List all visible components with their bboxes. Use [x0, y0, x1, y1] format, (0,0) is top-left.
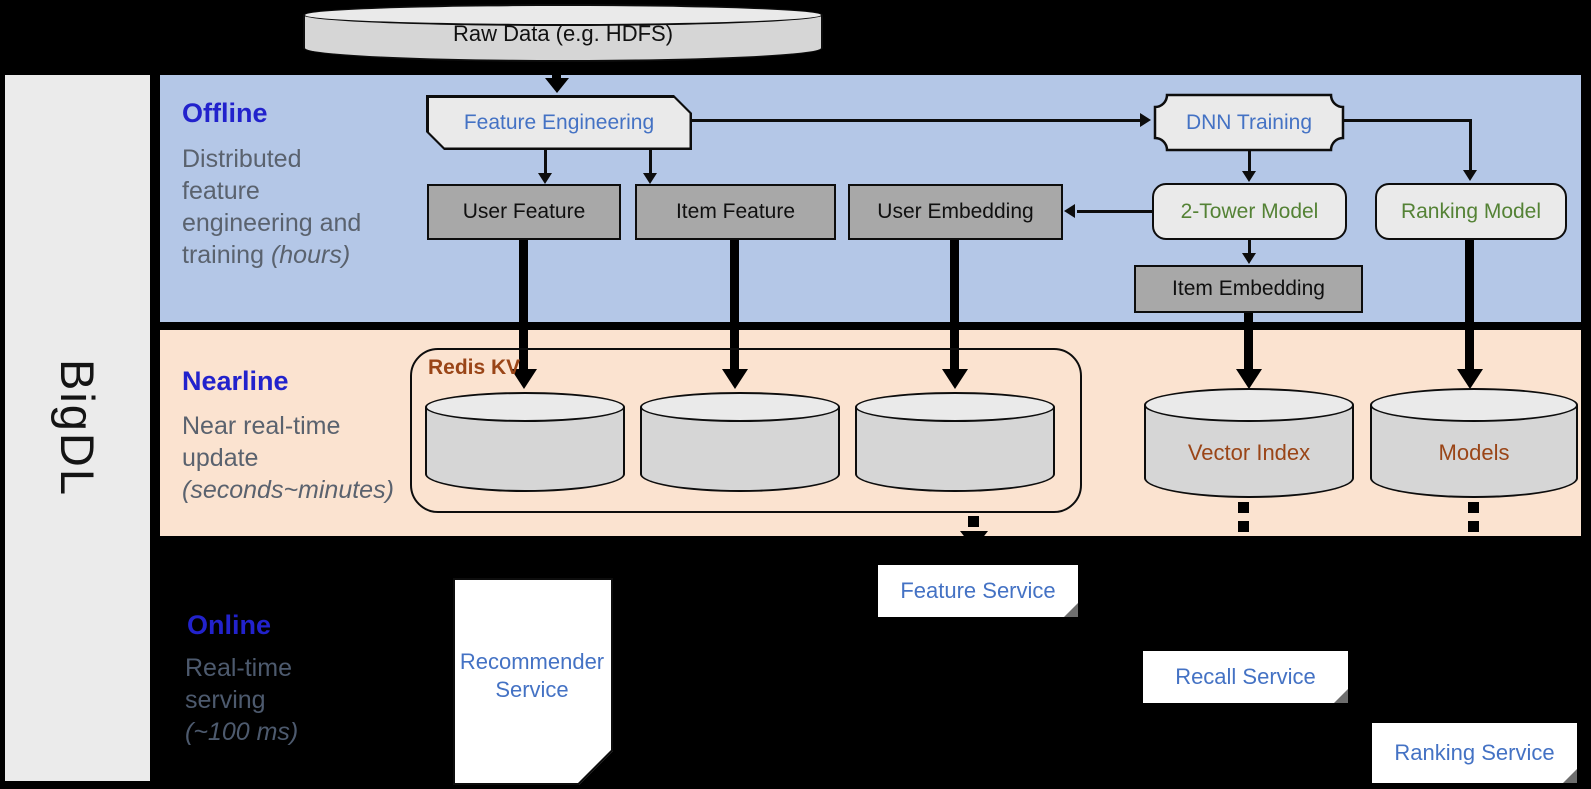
item-embedding-node: Item Embedding	[1134, 265, 1363, 313]
ranking-model-node: Ranking Model	[1375, 183, 1567, 240]
corner-fold-icon	[1334, 689, 1348, 703]
user-embedding-label: User Embedding	[877, 200, 1034, 223]
offline-description: Distributed feature engineering and trai…	[182, 145, 362, 269]
recommender-service-label: Recommender Service	[459, 649, 605, 702]
arrow-rawdata-to-feature-engineering	[552, 62, 561, 79]
offline-title: Offline	[182, 98, 268, 128]
models-cylinder: Models	[1370, 388, 1578, 498]
arrowhead-user-feature	[538, 173, 552, 184]
arrow-item-embedding-to-vector-index	[1244, 313, 1253, 370]
arrowhead-item-feature	[643, 173, 657, 184]
ranking-model-label: Ranking Model	[1400, 199, 1542, 223]
recall-service-box: Recall Service	[1143, 651, 1348, 703]
redis-kv-label: Redis KV	[428, 356, 521, 379]
arrow-ranking-model-to-models	[1465, 240, 1474, 370]
user-feature-label: User Feature	[462, 200, 586, 223]
redis-cylinder-3	[855, 392, 1055, 492]
dashed-arrow-models-1	[1468, 502, 1479, 513]
arrowhead-item-embedding	[1242, 253, 1256, 264]
arrow-dnn-to-ranking-h	[1343, 119, 1471, 122]
ranking-service-box: Ranking Service	[1372, 723, 1577, 783]
raw-data-cylinder: Raw Data (e.g. HDFS)	[303, 4, 823, 62]
redis-cylinder-2	[640, 392, 840, 492]
feature-service-box: Feature Service	[878, 565, 1078, 617]
feature-engineering-node: Feature Engineering	[426, 95, 692, 150]
dnn-training-label: DNN Training	[1185, 110, 1313, 134]
plaque-shape	[1153, 93, 1345, 152]
arrow-user-feature-to-kv	[519, 240, 528, 370]
redis-cylinder-1	[425, 392, 625, 492]
bigdl-brand: BigDL	[51, 358, 104, 497]
dashed-arrow-models-2	[1468, 521, 1479, 532]
arrowhead-two-tower	[1242, 171, 1256, 182]
feature-engineering-label: Feature Engineering	[463, 110, 655, 134]
ranking-service-label: Ranking Service	[1394, 740, 1555, 765]
corner-fold-icon	[1563, 769, 1577, 783]
dashed-arrow-vector-index-1	[1238, 502, 1249, 513]
vector-index-label: Vector Index	[1187, 440, 1311, 465]
arrowhead-kv-2	[722, 369, 748, 389]
online-title: Online	[187, 610, 272, 640]
bigdl-sidebar: BigDL	[5, 75, 150, 781]
redis-kv-container: Redis KV	[410, 348, 1082, 513]
arrow-item-feature-to-kv	[730, 240, 739, 370]
feature-service-label: Feature Service	[900, 578, 1056, 603]
dashed-arrow-kv-to-feature-service	[968, 516, 979, 527]
nearline-description: Near real-time update (seconds~minutes)	[182, 412, 394, 504]
arrowhead-ranking-model	[1463, 170, 1477, 181]
arrow-dnn-to-two-tower	[1248, 150, 1251, 172]
dnn-training-node: DNN Training	[1153, 93, 1345, 152]
nearline-title: Nearline	[182, 366, 289, 396]
arrow-fe-to-item-feature	[649, 150, 652, 174]
two-tower-model-node: 2-Tower Model	[1152, 183, 1347, 240]
raw-data-label: Raw Data (e.g. HDFS)	[452, 21, 674, 46]
arrow-dnn-to-ranking-v	[1469, 119, 1472, 171]
arrow-two-tower-to-item-embedding	[1248, 240, 1251, 254]
item-feature-label: Item Feature	[675, 200, 796, 223]
models-label: Models	[1438, 440, 1510, 465]
recommender-service-doc: Recommender Service	[453, 578, 613, 785]
arrowhead-models	[1457, 369, 1483, 389]
arrow-fe-to-dnn	[692, 119, 1140, 122]
arrowhead-kv-1	[511, 369, 537, 389]
arrow-user-embedding-to-kv	[950, 240, 959, 370]
item-embedding-label: Item Embedding	[1172, 277, 1325, 300]
vector-index-cylinder: Vector Index	[1144, 388, 1354, 498]
recall-service-label: Recall Service	[1175, 664, 1316, 689]
arrow-two-tower-to-user-embedding	[1077, 210, 1152, 213]
arrowhead-dnn	[1140, 113, 1151, 127]
arrowhead-vector-index	[1236, 369, 1262, 389]
arrowhead-rawdata	[545, 78, 569, 93]
online-description: Real-time serving (~100 ms)	[185, 654, 299, 746]
user-embedding-node: User Embedding	[848, 184, 1063, 240]
dashed-arrowhead-feature-service	[960, 531, 988, 549]
two-tower-model-label: 2-Tower Model	[1180, 199, 1319, 223]
arrowhead-user-embedding	[1064, 204, 1075, 218]
item-feature-node: Item Feature	[635, 184, 836, 240]
arrow-fe-to-user-feature	[544, 150, 547, 174]
dashed-arrow-vector-index-2	[1238, 521, 1249, 532]
corner-fold-icon	[1064, 603, 1078, 617]
arrowhead-kv-3	[942, 369, 968, 389]
user-feature-node: User Feature	[427, 184, 621, 240]
